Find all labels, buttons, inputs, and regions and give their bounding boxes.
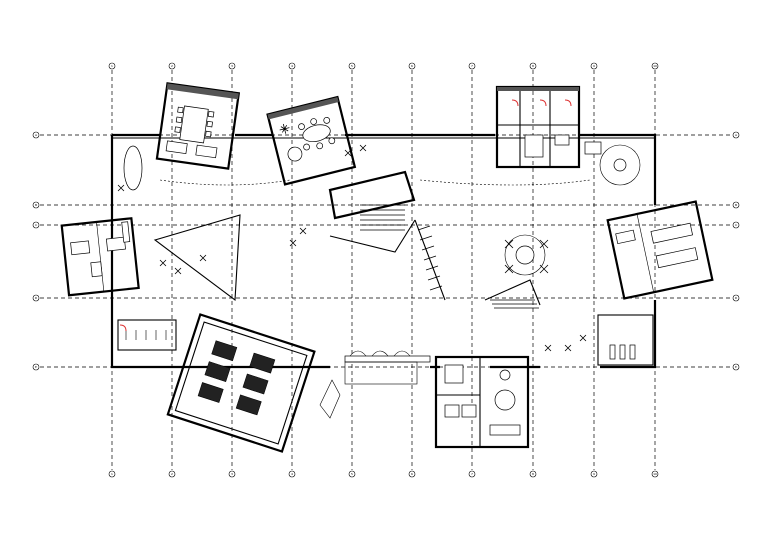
- grid-row-label: B: [735, 203, 737, 207]
- grid-column-bubble: 6: [408, 470, 416, 478]
- central-stair-core: [328, 170, 446, 301]
- grid-column-label: 9: [593, 472, 595, 476]
- grid-row-bubble: A: [732, 131, 740, 139]
- grid-column-bubble: 1: [108, 470, 116, 478]
- conference-table-west: [117, 145, 143, 192]
- grid-row-bubble: D: [32, 294, 40, 302]
- grid-column-label: 7: [471, 64, 473, 68]
- lounge-center: [484, 234, 549, 309]
- grid-column-label: 8: [532, 472, 534, 476]
- meeting-room-north: [266, 95, 357, 186]
- grid-column-bubble: 3: [228, 62, 236, 70]
- grid-column-label: 3: [231, 472, 233, 476]
- grid-row-bubble: E: [32, 363, 40, 371]
- grid-row-bubble: B: [732, 201, 740, 209]
- grid-column-label: 6: [411, 64, 413, 68]
- grid-column-label: 10: [653, 472, 657, 476]
- grid-row-label: D: [35, 296, 38, 300]
- grid-column-bubble: 2: [168, 62, 176, 70]
- grid-row-label: A: [35, 133, 38, 137]
- grid-column-bubble: 1: [108, 62, 116, 70]
- grid-row-bubble: E: [732, 363, 740, 371]
- grid-row-label: C: [735, 223, 737, 227]
- plantings: [159, 144, 587, 352]
- east-stair: [417, 225, 443, 291]
- grid-row-label: E: [35, 365, 37, 369]
- grid-column-bubble: 6: [408, 62, 416, 70]
- grid-column-bubble: 2: [168, 470, 176, 478]
- grid-column-bubble: 5: [348, 470, 356, 478]
- grid-row-label: B: [35, 203, 37, 207]
- east-service-room: [597, 314, 654, 366]
- grid-column-bubble: 4: [288, 470, 296, 478]
- grid-row-bubble: A: [32, 131, 40, 139]
- seating-blocks: [197, 340, 276, 416]
- grid-column-bubble: 5: [348, 62, 356, 70]
- meeting-room-northwest: [155, 82, 241, 170]
- grid-column-bubble: 8: [529, 62, 537, 70]
- grid-column-label: 1: [111, 472, 113, 476]
- grid-column-bubble: 7: [468, 62, 476, 70]
- grid-column-label: 9: [593, 64, 595, 68]
- grid-column-label: 10: [653, 64, 657, 68]
- grid-column-label: 7: [471, 472, 473, 476]
- grid-rows: [40, 134, 732, 368]
- grid-row-bubble: C: [732, 221, 740, 229]
- grid-column-label: 5: [351, 472, 353, 476]
- grid-column-label: 4: [291, 64, 293, 68]
- grid-row-bubble: D: [732, 294, 740, 302]
- toilet-block-northeast: [495, 85, 581, 169]
- auditorium-southwest: [166, 313, 316, 453]
- toilet-stalls-southwest: [117, 319, 177, 351]
- grid-column-bubble: 10: [651, 470, 659, 478]
- grid-row-label: E: [735, 365, 737, 369]
- grid-column-label: 2: [171, 64, 173, 68]
- grid-row-bubble: B: [32, 201, 40, 209]
- grid-column-bubble: 8: [529, 470, 537, 478]
- grid-column-label: 3: [231, 64, 233, 68]
- grid-column-bubble: 10: [651, 62, 659, 70]
- kiosk-east: [584, 141, 641, 186]
- grid-column-label: 8: [532, 64, 534, 68]
- grid-column-label: 4: [291, 472, 293, 476]
- grid-row-bubble: C: [32, 221, 40, 229]
- grid-column-label: 2: [171, 472, 173, 476]
- reception-desk: [153, 179, 591, 302]
- grid-column-label: 1: [111, 64, 113, 68]
- grid-column-bubble: 7: [468, 470, 476, 478]
- service-block-south: [434, 355, 530, 449]
- grid-row-label: D: [735, 296, 738, 300]
- office-west: [60, 217, 140, 297]
- grid-column-bubble: 4: [288, 62, 296, 70]
- entrance-doors: [319, 350, 431, 419]
- grid-column-bubble: 9: [590, 62, 598, 70]
- grid-column-label: 6: [411, 472, 413, 476]
- grid-column-bubble: 9: [590, 470, 598, 478]
- grid-row-label: A: [735, 133, 738, 137]
- grid-column-label: 5: [351, 64, 353, 68]
- office-east: [606, 200, 714, 300]
- grid-row-label: C: [35, 223, 37, 227]
- grid-column-bubble: 3: [228, 470, 236, 478]
